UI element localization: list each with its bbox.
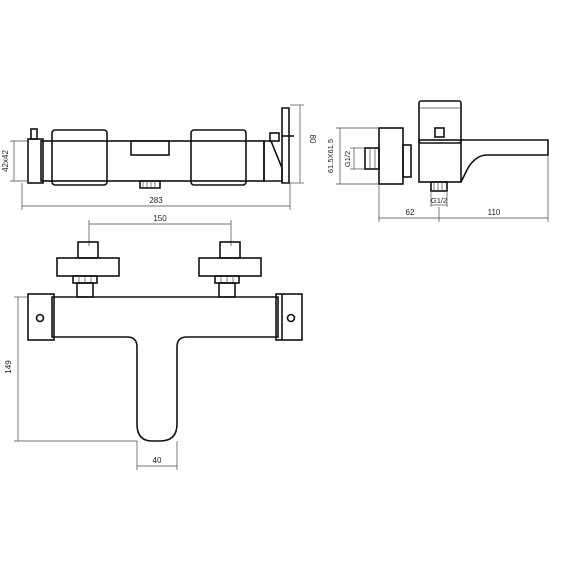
dim-61-label: 61.5X61.5: [326, 139, 335, 173]
front-elevation-view: 283 80 42x42: [1, 104, 317, 210]
plan-view: 150 149 40: [4, 214, 303, 470]
wall-body-side: [378, 127, 404, 185]
side-elevation-view: 61.5X61.5 G1/2 G1/2 62 110: [326, 100, 549, 222]
dim-150-label: 150: [153, 214, 167, 223]
right-knob-stub: [269, 132, 280, 142]
dim-149-label: 149: [4, 360, 13, 374]
right-cap-hole: [286, 313, 296, 323]
handle-screw: [434, 127, 445, 138]
center-outlet: [130, 140, 170, 156]
left-cap-hole: [35, 313, 45, 323]
left-knob-stub: [30, 128, 38, 140]
left-escutcheon: [56, 257, 120, 277]
main-block-side: [418, 139, 462, 183]
left-handle: [51, 129, 108, 186]
top-handle-side: [418, 100, 462, 144]
right-escutcheon: [198, 257, 262, 277]
body-plan-outline: [51, 296, 279, 442]
dim-62-label: 62: [406, 208, 415, 217]
dim-80-label: 80: [308, 135, 317, 144]
nut-side: [402, 144, 412, 178]
spout-side: [460, 139, 549, 183]
left-connector: [76, 282, 94, 298]
dim-42x42-label: 42x42: [1, 150, 10, 172]
right-inlet-pipe: [219, 241, 241, 259]
spout-base: [263, 140, 283, 182]
thread-left-label: G1/2: [343, 151, 352, 167]
lower-outlet: [139, 180, 161, 189]
left-inlet-pipe: [77, 241, 99, 259]
right-handle: [190, 129, 247, 186]
thread-bottom-label: G1/2: [431, 196, 447, 205]
inlet-connector: [364, 147, 380, 170]
dim-283-label: 283: [149, 196, 163, 205]
mixer-body: [40, 140, 265, 182]
dim-40-label: 40: [153, 456, 162, 465]
wall-plate: [281, 107, 290, 184]
left-cap-plan: [27, 293, 55, 341]
dim-110-label: 110: [488, 208, 501, 217]
bottom-outlet-side: [430, 181, 448, 192]
right-cap-plan: [275, 293, 303, 341]
right-connector: [218, 282, 236, 298]
